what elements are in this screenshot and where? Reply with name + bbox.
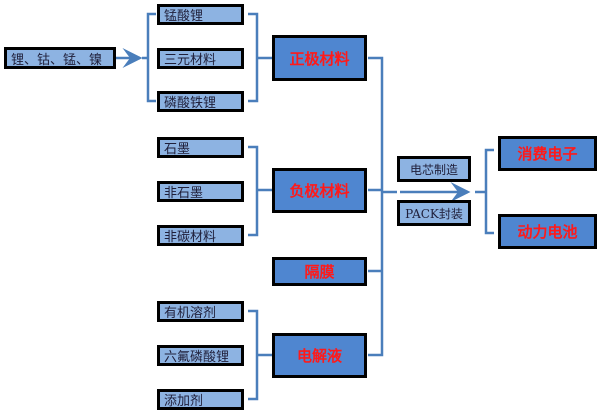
anode-item: 非碳材料: [157, 225, 244, 246]
anode-item: 非石墨: [157, 181, 244, 202]
process-pack: PACK封装: [397, 200, 471, 226]
anode-bracket: [248, 145, 272, 237]
application-consumer-electronics: 消费电子: [498, 136, 597, 171]
source-box: 锂、钴、锰、镍: [4, 47, 116, 69]
cathode-item: 磷酸铁锂: [157, 91, 244, 112]
application-power-battery: 动力电池: [498, 214, 597, 249]
cathode-item: 锰酸锂: [157, 4, 244, 25]
process-cell-manufacturing: 电芯制造: [397, 156, 471, 182]
electrolyte-item: 六氟磷酸锂: [157, 345, 244, 366]
application-bracket: [475, 148, 494, 235]
cathode-bracket: [248, 12, 272, 103]
anode-box: 负极材料: [272, 168, 367, 213]
source-bracket: [142, 12, 156, 103]
electrolyte-item: 添加剂: [157, 389, 244, 410]
electrolyte-box: 电解液: [272, 333, 367, 378]
cathode-item: 三元材料: [157, 48, 244, 69]
electrolyte-item: 有机溶剂: [157, 301, 244, 322]
electrolyte-bracket: [248, 309, 272, 401]
cathode-box: 正极材料: [272, 35, 367, 81]
materials-bracket: [368, 56, 384, 357]
anode-item: 石墨: [157, 137, 244, 158]
separator-box: 隔膜: [272, 257, 367, 286]
